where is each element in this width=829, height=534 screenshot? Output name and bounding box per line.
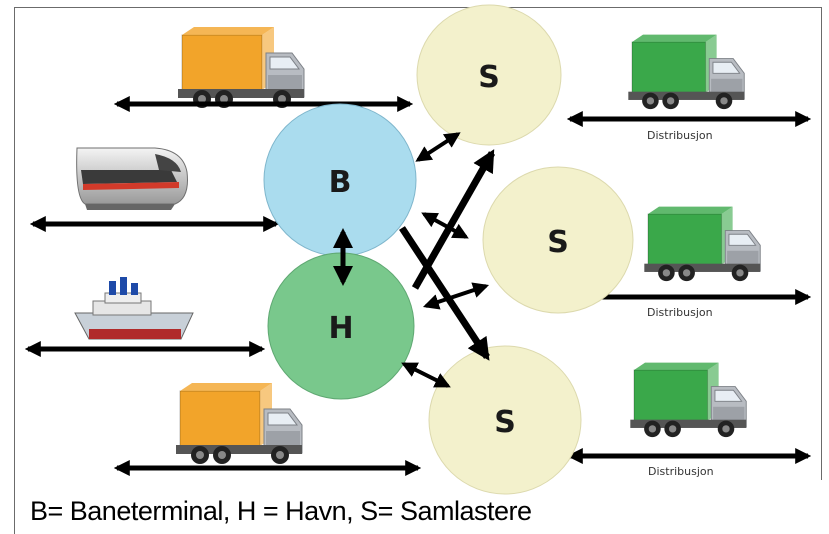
node-s-middle: S: [482, 166, 634, 314]
distribution-label-3: Distribusjon: [648, 465, 714, 478]
frame-left-border: [14, 7, 15, 534]
distribution-label-1: Distribusjon: [647, 129, 713, 142]
arrow-h-s-bottom: [401, 362, 451, 388]
node-b: B: [263, 103, 417, 257]
node-s-middle-label: S: [547, 225, 569, 260]
node-s-bottom: S: [428, 345, 582, 495]
ship-icon: [74, 277, 194, 340]
frame-right-border: [821, 7, 822, 480]
node-s-bottom-label: S: [494, 405, 516, 440]
node-s-top: S: [416, 4, 562, 146]
orange-truck-icon: [177, 26, 305, 109]
arrow-b-s-middle: [421, 212, 469, 239]
green-truck-icon: [629, 362, 747, 438]
arrow-h-s-middle: [422, 282, 490, 310]
node-s-top-circle: [416, 4, 562, 146]
distribution-label-2: Distribusjon: [647, 306, 713, 319]
frame-top-border: [14, 7, 822, 8]
green-truck-icon: [643, 206, 761, 282]
node-s-top-label: S: [478, 60, 500, 95]
node-b-label: B: [329, 165, 352, 200]
train-icon: [76, 147, 188, 210]
legend: B= Baneterminal, H = Havn, S= Samlastere: [30, 496, 532, 526]
orange-truck-icon: [175, 382, 303, 465]
arrow-b-s-bottom: [399, 226, 490, 361]
green-truck-icon: [627, 34, 745, 110]
node-s-middle-circle: [482, 166, 634, 314]
arrow-b-s-top: [415, 132, 461, 162]
node-s-bottom-circle: [428, 345, 582, 495]
node-h-label: H: [328, 311, 353, 346]
